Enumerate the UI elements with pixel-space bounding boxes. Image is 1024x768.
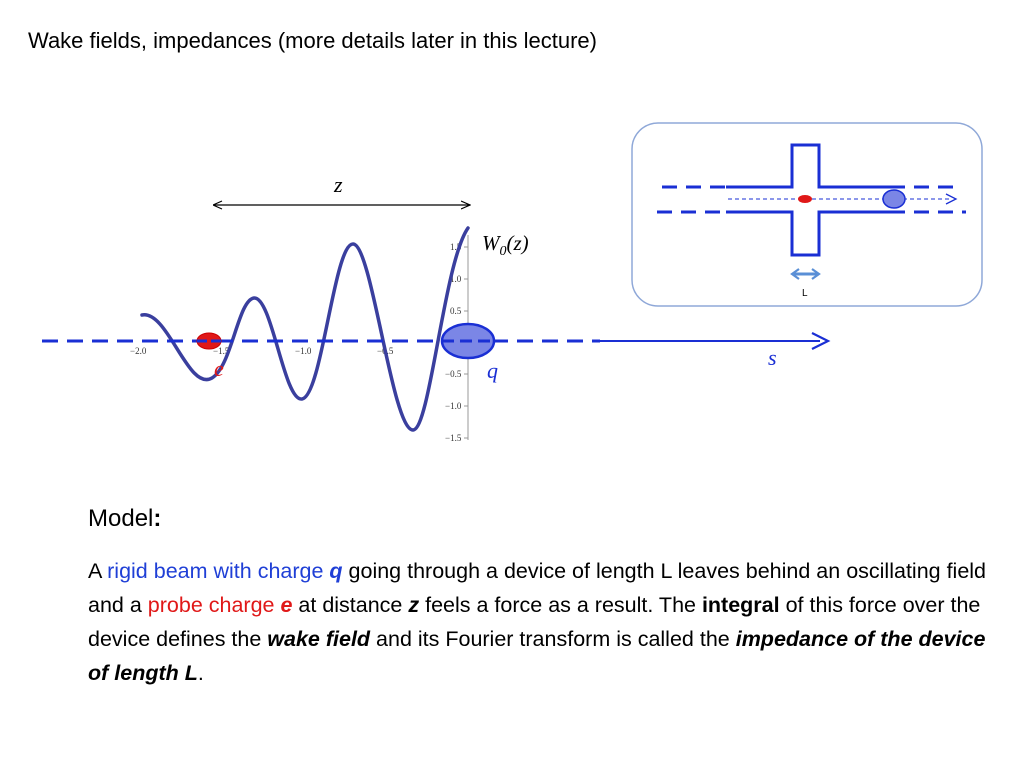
x-tick-label: −2.0 <box>130 346 147 356</box>
x-tick-label: −1.0 <box>295 346 312 356</box>
slide-title: Wake fields, impedances (more details la… <box>28 28 597 53</box>
y-tick-label: −1.0 <box>445 401 462 411</box>
y-axis-ticks <box>464 246 468 439</box>
y-tick-label: 1.0 <box>450 274 462 284</box>
inset-probe-charge <box>798 195 812 203</box>
beam-axis-arrowhead <box>811 332 831 350</box>
model-description: A rigid beam with charge q going through… <box>88 559 987 685</box>
device-cavity-outline <box>726 143 890 257</box>
beam-label: q <box>487 358 498 383</box>
device-inset-box <box>631 122 983 307</box>
x-tick-label: −1.5 <box>213 346 230 356</box>
axis-label-s: s <box>768 345 777 370</box>
distance-label: z <box>333 172 343 197</box>
y-tick-label: −1.5 <box>445 433 462 443</box>
probe-label: e <box>214 356 224 381</box>
wake-function-curve <box>140 226 470 432</box>
wake-function-label: W0(z) <box>482 231 529 259</box>
y-tick-label: −0.5 <box>445 369 462 379</box>
model-heading: Model: <box>88 505 162 532</box>
y-tick-label: 0.5 <box>450 306 462 316</box>
device-length-label: L <box>802 288 808 299</box>
y-tick-label: 1.5 <box>450 242 462 252</box>
inset-beam-charge <box>882 189 906 209</box>
